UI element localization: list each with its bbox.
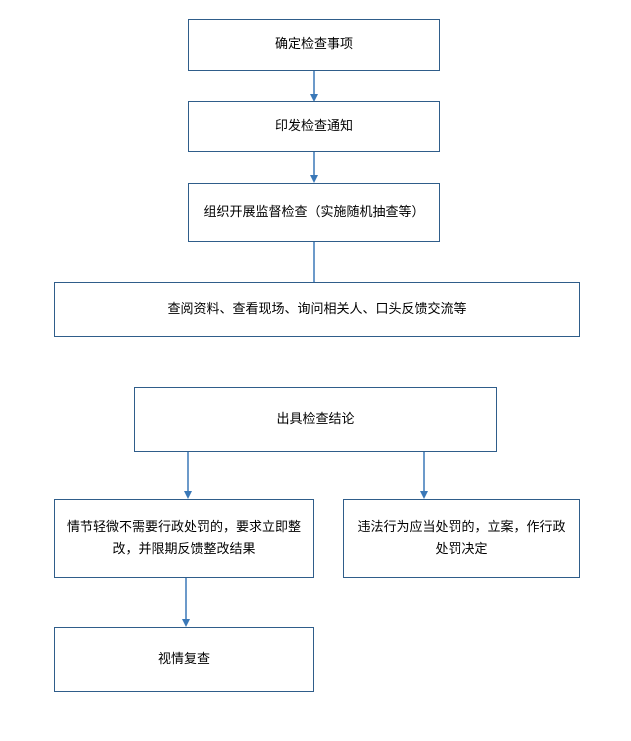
node-organize-inspection: 组织开展监督检查（实施随机抽查等） [188,183,440,242]
node-review: 视情复查 [54,627,314,692]
node-issue-notice: 印发检查通知 [188,101,440,152]
node-conclusion-label: 出具检查结论 [276,411,355,427]
node-review-label: 视情复查 [157,651,210,667]
node-methods-label: 查阅资料、查看现场、询问相关人、口头反馈交流等 [167,301,467,317]
node-violation-case: 违法行为应当处罚的，立案，作行政处罚决定 [343,499,580,578]
node-determine-items-label: 确定检查事项 [274,37,353,52]
node-organize-inspection-label: 组织开展监督检查（实施随机抽查等） [203,204,425,220]
node-methods: 查阅资料、查看现场、询问相关人、口头反馈交流等 [54,282,580,337]
node-conclusion: 出具检查结论 [134,387,497,452]
node-minor-case: 情节轻微不需要行政处罚的，要求立即整改，并限期反馈整改结果 [54,499,314,578]
node-issue-notice-label: 印发检查通知 [274,118,353,134]
node-determine-items: 确定检查事项 [188,19,440,71]
node-minor-case-label: 情节轻微不需要行政处罚的，要求立即整改，并限期反馈整改结果 [67,519,302,557]
node-violation-case-label: 违法行为应当处罚的，立案，作行政处罚决定 [357,519,566,557]
